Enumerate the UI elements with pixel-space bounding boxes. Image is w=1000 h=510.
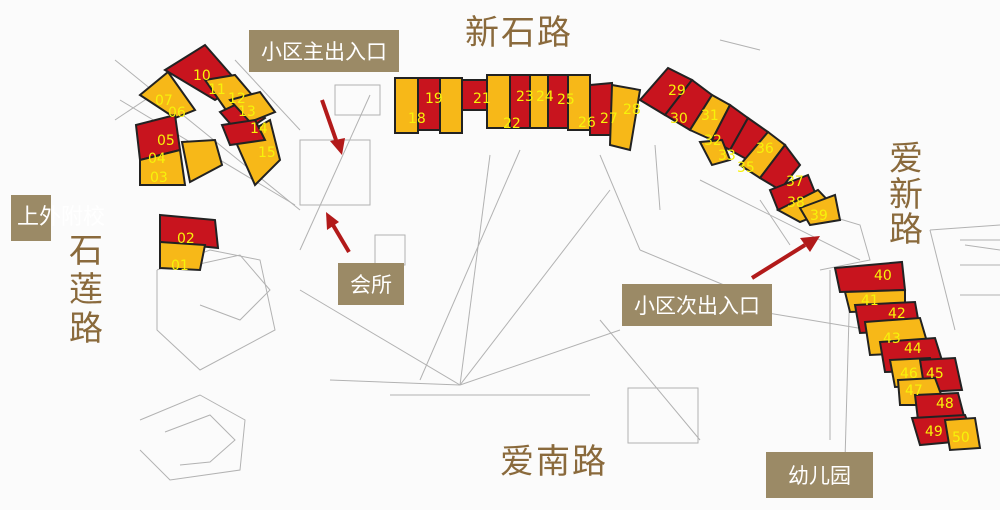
kindergarten-label: 幼儿园: [766, 452, 873, 498]
unit-number: 24: [536, 89, 554, 105]
unit-number: 35: [737, 160, 755, 176]
unit-number: 15: [258, 145, 276, 161]
building-cluster-nw: [134, 43, 282, 187]
road-name-south: 爱南路: [500, 442, 608, 482]
road-name-north: 新石路: [465, 13, 573, 53]
unit-number: 05: [157, 133, 175, 149]
unit-number: 48: [936, 396, 954, 412]
unit-number: 25: [557, 92, 575, 108]
unit-number: 39: [810, 208, 828, 224]
unit-number: 47: [905, 383, 923, 399]
main-entrance-arrow: [320, 99, 338, 141]
unit-number: 10: [193, 68, 211, 84]
unit-number: 32: [704, 133, 722, 149]
unit-number: 43: [883, 331, 901, 347]
building-cluster-w: [159, 213, 220, 272]
unit-number: 03: [150, 170, 168, 186]
unit-number: 45: [926, 366, 944, 382]
unit-number: 42: [888, 306, 906, 322]
arrow-head-icon: [330, 138, 345, 155]
unit-number: 41: [861, 293, 879, 309]
unit-number: 30: [670, 111, 688, 127]
unit-number: 14: [250, 121, 268, 137]
unit-number: 46: [900, 366, 918, 382]
unit-number: 06: [168, 105, 186, 121]
road-name-west: 石莲路: [69, 231, 103, 350]
unit-number: 21: [473, 91, 491, 107]
unit-number: 04: [148, 151, 166, 167]
unit-number-labels: 01 02 03 04 05 06 07 10 11 12 13 14 15 1…: [148, 68, 970, 446]
building-row-north: [394, 74, 642, 152]
unit-number: 19: [425, 91, 443, 107]
unit-number: 31: [701, 108, 719, 124]
unit-number: 01: [171, 258, 189, 274]
unit-number: 44: [904, 341, 922, 357]
secondary-entrance-arrow: [750, 243, 807, 280]
arrow-head-icon: [800, 236, 820, 252]
unit-number: 02: [177, 231, 195, 247]
unit-number: 29: [668, 83, 686, 99]
unit-number: 07: [155, 93, 173, 109]
unit-number: 23: [516, 89, 534, 105]
unit-number: 22: [503, 116, 521, 132]
unit-number: 11: [208, 82, 226, 98]
unit-number: 40: [874, 268, 892, 284]
secondary-entrance-label: 小区次出入口: [622, 284, 772, 326]
unit-number: 37: [786, 174, 804, 190]
unit-number: 49: [925, 424, 943, 440]
school-label: 上外附校: [11, 195, 105, 242]
entrance-arrows: [320, 99, 820, 280]
main-entrance-label: 小区主出入口: [249, 30, 399, 72]
unit-number: 27: [600, 111, 618, 127]
road-name-east: 爱新路: [889, 139, 923, 251]
unit-number: 12: [228, 91, 246, 107]
unit-number: 36: [756, 141, 774, 157]
unit-number: 33: [718, 148, 736, 164]
clubhouse-arrow: [331, 223, 351, 254]
unit-number: 38: [787, 195, 805, 211]
unit-number: 13: [238, 104, 256, 120]
clubhouse-label: 会所: [338, 263, 404, 305]
unit-number: 50: [952, 430, 970, 446]
building-row-east: [833, 260, 982, 452]
unit-number: 18: [408, 111, 426, 127]
building-row-ne: [638, 66, 842, 227]
unit-number: 28: [623, 102, 641, 118]
unit-number: 26: [578, 115, 596, 131]
arrow-head-icon: [326, 212, 339, 230]
